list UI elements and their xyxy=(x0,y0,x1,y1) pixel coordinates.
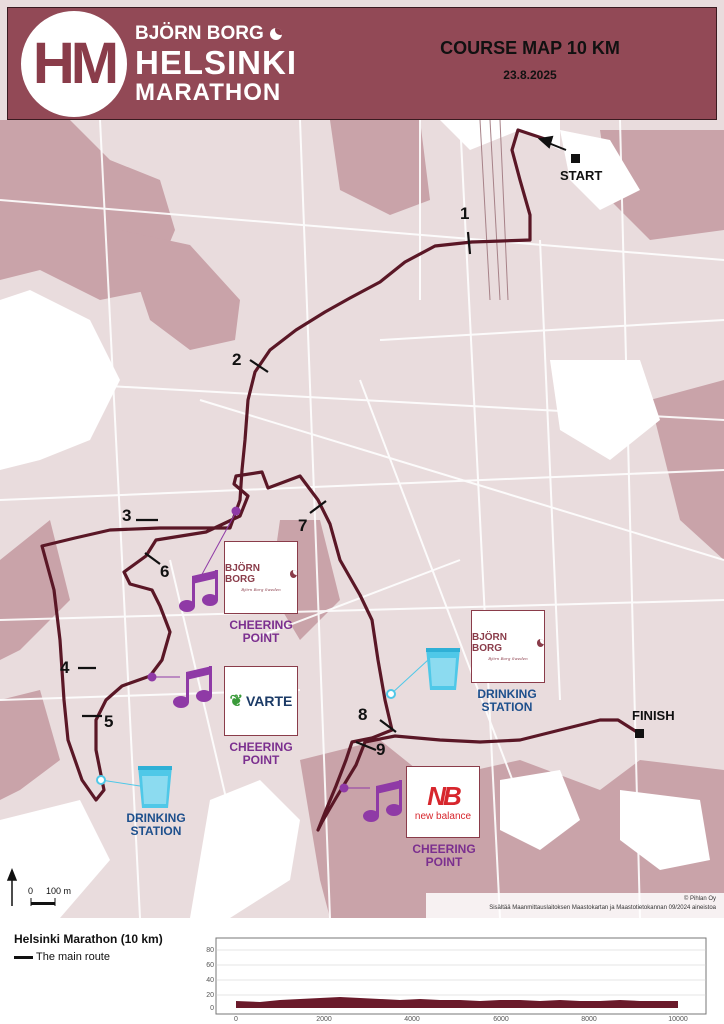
hm-logo: HM xyxy=(21,11,127,117)
bjorn-borg-logo: BJÖRN BORG Björn Borg Sweden xyxy=(471,610,545,683)
leaf-icon: ❦ xyxy=(229,693,243,710)
y-tick: 60 xyxy=(206,962,214,969)
scale-label: 100 m xyxy=(46,886,72,896)
x-tick: 10000 xyxy=(668,1016,688,1023)
start-marker xyxy=(571,154,580,163)
header-banner: HM BJÖRN BORG HELSINKI MARATHON COURSE M… xyxy=(7,7,717,120)
km-marker-2: 2 xyxy=(232,350,242,369)
y-tick: 20 xyxy=(206,992,214,999)
x-tick: 4000 xyxy=(404,1016,420,1023)
map-date: 23.8.2025 xyxy=(503,68,557,82)
scale-bar xyxy=(30,898,56,906)
music-note-icon xyxy=(363,780,402,822)
km-marker-9: 9 xyxy=(376,740,386,759)
km-marker-6: 6 xyxy=(160,562,170,581)
brand-line-1: BJÖRN BORG xyxy=(135,23,264,44)
cheering-point-label: CHEERING POINT xyxy=(412,842,476,869)
water-cup-icon xyxy=(138,766,172,808)
drinking-station-label: DRINKING STATION xyxy=(477,687,537,714)
moon-icon xyxy=(289,570,297,578)
km-marker-8: 8 xyxy=(358,705,368,724)
moon-icon xyxy=(269,27,282,40)
cheering-point-label: CHEERING POINT xyxy=(229,740,293,767)
bjorn-borg-logo: BJÖRN BORG Björn Borg Sweden xyxy=(224,541,298,614)
credit-line-1: © Pihlan Oy xyxy=(683,896,716,902)
cheering-point-label: CHEERING POINT xyxy=(229,618,293,645)
elevation-area xyxy=(236,997,678,1008)
credit-line-2: Sisältää Maanmittauslaitoksen Maastokart… xyxy=(489,905,716,911)
y-tick: 80 xyxy=(206,947,214,954)
x-tick: 0 xyxy=(234,1016,238,1023)
music-note-icon xyxy=(179,570,218,612)
legend-panel: Helsinki Marathon (10 km) The main route… xyxy=(0,918,724,1024)
start-label: START xyxy=(560,168,603,183)
x-tick: 2000 xyxy=(316,1016,332,1023)
km-marker-7: 7 xyxy=(298,516,308,535)
finish-marker xyxy=(635,729,644,738)
finish-label: FINISH xyxy=(632,708,675,723)
km-marker-3: 3 xyxy=(122,506,132,525)
brand-name: BJÖRN BORG HELSINKI MARATHON xyxy=(135,24,297,105)
x-tick: 8000 xyxy=(581,1016,597,1023)
north-arrow xyxy=(6,867,18,906)
varte-logo: ❦VARTE xyxy=(224,666,298,736)
new-balance-logo: NB new balance xyxy=(406,766,480,838)
scale-zero: 0 xyxy=(28,886,34,896)
legend-route-label: The main route xyxy=(36,951,110,963)
map-title: COURSE MAP 10 KM xyxy=(440,38,620,58)
km-marker-1: 1 xyxy=(460,204,470,223)
music-note-icon xyxy=(173,666,212,708)
legend-route-swatch xyxy=(14,956,33,959)
start-direction-arrow xyxy=(537,135,567,151)
km-marker-5: 5 xyxy=(104,712,114,731)
y-tick: 40 xyxy=(206,977,214,984)
brand-line-3: MARATHON xyxy=(135,79,282,106)
brand-line-2: HELSINKI xyxy=(135,44,298,81)
km-marker-4: 4 xyxy=(60,658,70,677)
legend-title: Helsinki Marathon (10 km) xyxy=(14,932,163,946)
course-map xyxy=(0,0,724,918)
moon-icon xyxy=(536,639,544,647)
drinking-station-label: DRINKING STATION xyxy=(126,811,186,838)
elevation-profile: 80 60 40 20 0 0 2000 4000 6000 8000 1000… xyxy=(206,937,707,1023)
main-route xyxy=(40,128,642,832)
water-cup-icon xyxy=(426,648,460,690)
y-tick: 0 xyxy=(210,1005,214,1012)
credits-panel xyxy=(426,893,724,918)
x-tick: 6000 xyxy=(493,1016,509,1023)
